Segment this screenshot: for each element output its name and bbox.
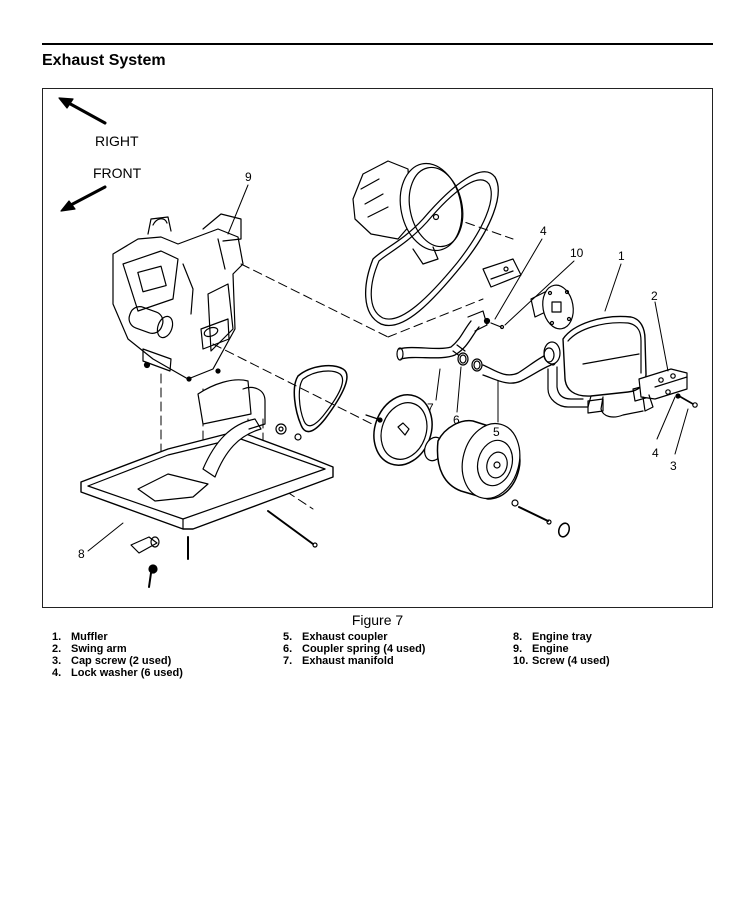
legend-column-2: 5. Exhaust coupler 6. Coupler spring (4 us…: [283, 631, 425, 667]
legend-label: Engine tray: [532, 631, 592, 643]
figure-caption: Figure 7: [351, 612, 404, 628]
legend-label: Swing arm: [71, 643, 127, 655]
legend-label: Exhaust coupler: [302, 631, 388, 643]
pulley-drawing: [365, 394, 445, 466]
legend-item: 3. Cap screw (2 used): [52, 655, 183, 667]
callout-lock-washer-top: 4: [540, 224, 547, 238]
legend-item: 6. Coupler spring (4 used): [283, 643, 425, 655]
callout-exhaust-coupler: 5: [493, 425, 500, 439]
callout-lock-washer-bottom: 4: [652, 446, 659, 460]
exploded-diagram: [58, 97, 698, 588]
legend-label: Engine: [532, 643, 569, 655]
callout-engine-tray: 8: [78, 547, 85, 561]
legend-item: 4. Lock washer (6 used): [52, 667, 183, 679]
callout-coupler-spring: 6: [453, 413, 460, 427]
arrow-down-left-icon: [60, 185, 107, 212]
arrow-up-left-icon: [58, 97, 107, 125]
legend-item: 10.Screw (4 used): [513, 655, 610, 667]
legend-item: 7. Exhaust manifold: [283, 655, 425, 667]
callout-cap-screw: 3: [670, 459, 677, 473]
legend-item: 2. Swing arm: [52, 643, 183, 655]
section-title: Exhaust System: [42, 52, 166, 69]
clutch-drawing: [436, 419, 571, 538]
legend-item: 5. Exhaust coupler: [283, 631, 425, 643]
callout-leaders: [87, 184, 689, 552]
top-rule: [42, 43, 713, 45]
legend-number: 8.: [513, 631, 523, 643]
callout-screw: 10: [570, 246, 584, 260]
flange-drawing: [530, 284, 574, 330]
legend-number: 3.: [52, 655, 62, 667]
legend-item: 8. Engine tray: [513, 631, 610, 643]
engine-tray-drawing: [80, 368, 334, 588]
legend-number: 10.: [513, 655, 529, 667]
legend-number: 9.: [513, 643, 523, 655]
legend-number: 6.: [283, 643, 293, 655]
legend-label: Screw (4 used): [532, 655, 610, 667]
callout-exhaust-manifold: 7: [427, 401, 434, 415]
callout-muffler: 1: [618, 249, 625, 263]
legend-number: 2.: [52, 643, 62, 655]
legend-label: Cap screw (2 used): [71, 655, 172, 667]
legend-label: Muffler: [71, 631, 108, 643]
legend-column-1: 1. Muffler 2. Swing arm 3. Cap screw (2 use…: [52, 631, 183, 679]
swing-arm-drawing: [638, 368, 698, 412]
legend-number: 7.: [283, 655, 293, 667]
legend-number: 4.: [52, 667, 62, 679]
legend-column-3: 8. Engine tray 9. Engine 10.Screw (4 used): [513, 631, 610, 667]
legend-label: Coupler spring (4 used): [302, 643, 426, 655]
callout-engine: 9: [245, 170, 252, 184]
legend-item: 9. Engine: [513, 643, 610, 655]
exploded-view-figure: RIGHT FRONT 9 4 10 1 2 4 3 5 6 7 8: [42, 88, 713, 608]
jackshaft-pulley-drawing: [352, 160, 522, 327]
muffler-drawing: [543, 315, 650, 418]
legend-label: Exhaust manifold: [302, 655, 394, 667]
legend-number: 1.: [52, 631, 62, 643]
callout-swing-arm: 2: [651, 289, 658, 303]
direction-label-front: FRONT: [93, 165, 142, 181]
exhaust-pipes-drawing: [396, 310, 557, 384]
legend-number: 5.: [283, 631, 293, 643]
v-belt-drawing: [293, 364, 348, 433]
direction-label-right: RIGHT: [95, 133, 139, 149]
engine-drawing: [112, 213, 244, 380]
legend-label: Lock washer (6 used): [71, 667, 183, 679]
legend-item: 1. Muffler: [52, 631, 183, 643]
